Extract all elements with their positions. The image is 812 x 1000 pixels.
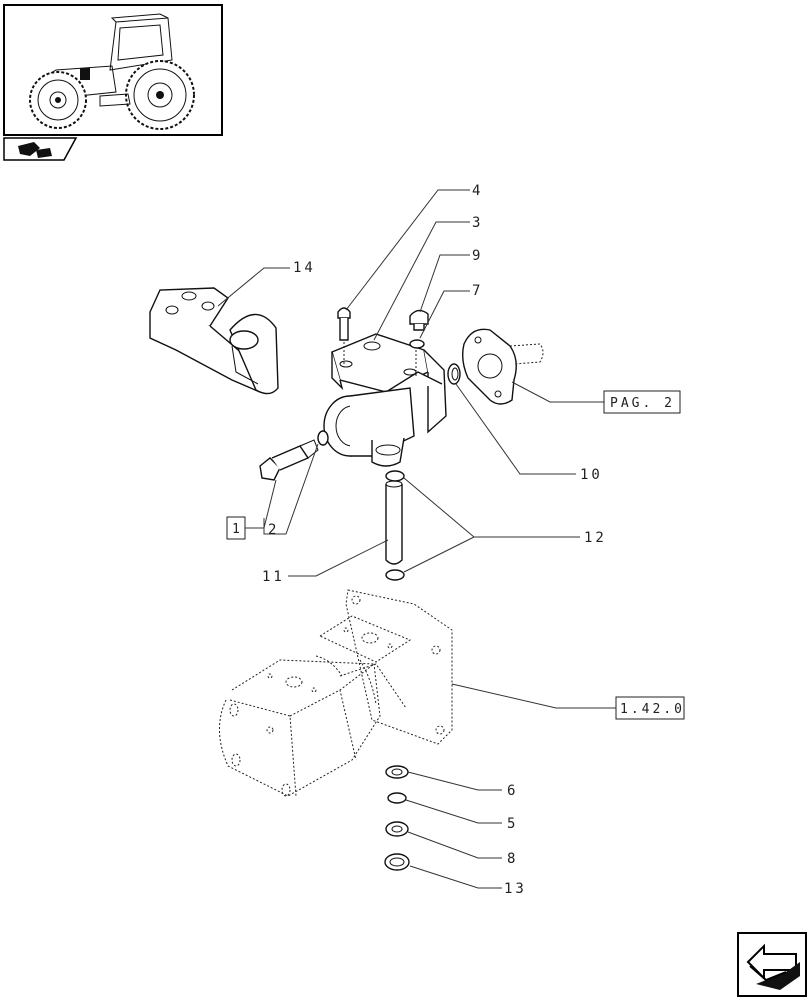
callout-7: 7	[472, 283, 483, 299]
part-4-bolt	[337, 307, 351, 364]
ref-box-pag2-label: PAG. 2	[610, 396, 675, 411]
callout-5: 5	[507, 816, 518, 832]
ref-box-1-label: 1	[232, 522, 243, 537]
ref-box-pag2[interactable]: PAG. 2	[603, 390, 681, 414]
part-13-ring	[384, 853, 410, 871]
part-6-ring	[385, 765, 409, 779]
callout-3: 3	[472, 215, 483, 231]
callout-10: 10	[580, 467, 603, 483]
ref-box-1420[interactable]: 1.42.0	[615, 696, 685, 720]
section-icon-tab[interactable]	[3, 137, 78, 161]
next-page-arrow-icon[interactable]	[737, 932, 807, 997]
callout-12: 12	[584, 530, 607, 546]
callout-2: 2	[268, 522, 279, 538]
front-wheel	[29, 71, 87, 129]
flange-pag2	[461, 328, 544, 405]
rear-wheel	[125, 60, 195, 130]
part-10-o-ring	[447, 363, 461, 385]
part-12-o-ring-bottom	[385, 569, 405, 581]
part-8-ring	[385, 821, 409, 837]
tractor-thumbnail[interactable]	[3, 4, 223, 136]
hydraulic-pump-1420	[218, 589, 453, 797]
part-5-ring	[387, 792, 407, 804]
part-2-union-screw	[259, 439, 319, 481]
part-3-pump-union-block	[323, 333, 447, 467]
callout-9: 9	[472, 248, 483, 264]
part-9-bolt	[409, 309, 429, 331]
part-11-pipe	[385, 480, 403, 565]
part-7-seal	[409, 339, 425, 378]
callout-6: 6	[507, 783, 518, 799]
ref-box-1[interactable]: 1	[226, 516, 264, 540]
leader-lines	[217, 189, 616, 889]
part-12-o-ring-top	[385, 470, 405, 482]
callout-14: 14	[293, 260, 316, 276]
part-2-seal-ring	[317, 430, 329, 446]
callout-13: 13	[504, 881, 527, 897]
callout-4: 4	[472, 183, 483, 199]
callout-11: 11	[262, 569, 285, 585]
part-14-elbow-fitting	[149, 287, 279, 395]
ref-box-1420-label: 1.42.0	[620, 702, 685, 717]
callout-8: 8	[507, 851, 518, 867]
